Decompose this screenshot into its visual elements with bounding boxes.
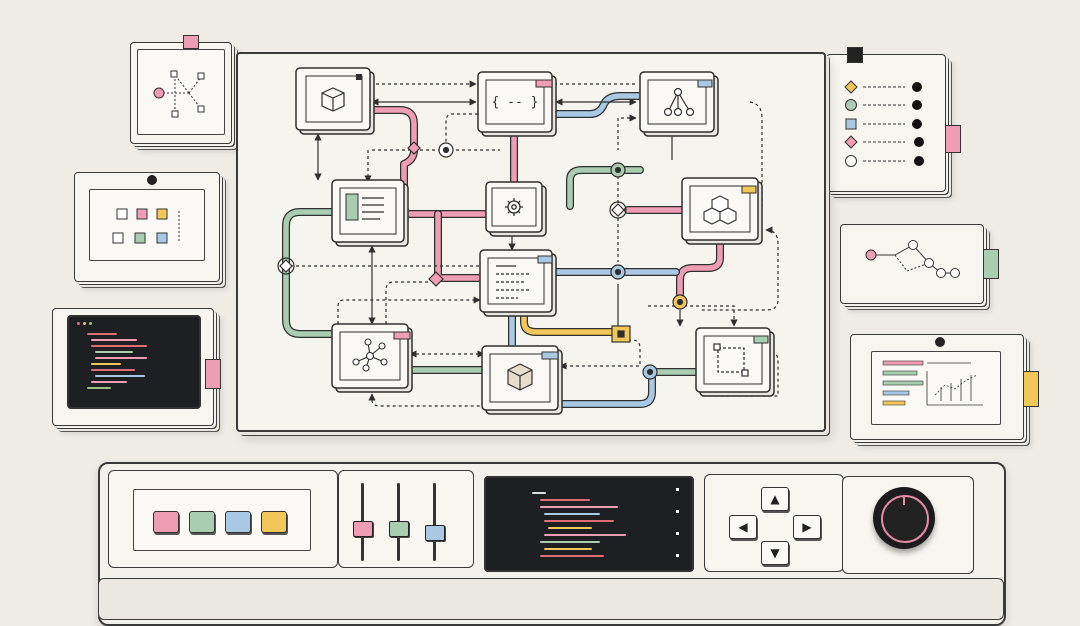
stacked-cubes-icon bbox=[703, 195, 737, 225]
left-graph-card[interactable] bbox=[130, 35, 232, 144]
window-dots bbox=[77, 322, 97, 326]
pink-button[interactable] bbox=[153, 511, 179, 533]
console-base-strip bbox=[98, 578, 1004, 620]
blue-button[interactable] bbox=[225, 511, 251, 533]
pin bbox=[935, 337, 945, 347]
pink-slider[interactable] bbox=[353, 521, 373, 537]
tree-hierarchy-icon bbox=[663, 87, 695, 117]
blue-slider[interactable] bbox=[425, 525, 445, 541]
code-braces-icon: { -- } bbox=[492, 95, 539, 110]
right-graph-path-card[interactable] bbox=[840, 224, 999, 304]
rotary-knob[interactable] bbox=[873, 487, 935, 549]
console-code-screen bbox=[484, 476, 694, 572]
left-color-grid-card[interactable] bbox=[74, 172, 220, 282]
document-icon bbox=[345, 193, 384, 221]
pin bbox=[147, 175, 157, 185]
yellow-tab bbox=[1023, 371, 1039, 407]
yellow-button[interactable] bbox=[261, 511, 287, 533]
green-button[interactable] bbox=[189, 511, 215, 533]
left-code-screen-card[interactable] bbox=[52, 308, 221, 426]
dpad-down-button[interactable]: ▼ bbox=[761, 541, 789, 565]
package-node[interactable] bbox=[481, 345, 563, 415]
dpad-module: ▲ ◀ ▶ ▼ bbox=[704, 474, 844, 572]
color-grid-panel bbox=[89, 189, 205, 261]
black-tab bbox=[847, 47, 863, 63]
legend-list bbox=[844, 80, 924, 167]
frame-node[interactable] bbox=[695, 327, 775, 397]
mini-bar-chart-icon bbox=[882, 360, 983, 406]
document-node[interactable] bbox=[331, 179, 409, 247]
dpad-right-button[interactable]: ▶ bbox=[793, 515, 821, 539]
settings-node[interactable] bbox=[485, 181, 547, 237]
control-console: ▲ ◀ ▶ ▼ bbox=[98, 462, 1006, 626]
code-screen bbox=[67, 315, 201, 409]
right-bar-chart-card[interactable] bbox=[850, 334, 1039, 440]
screen-indicator-dots bbox=[676, 488, 680, 558]
dpad-left-button[interactable]: ◀ bbox=[729, 515, 757, 539]
text-lines-icon bbox=[496, 265, 530, 299]
tree-node[interactable] bbox=[639, 71, 719, 137]
dpad-up-button[interactable]: ▲ bbox=[761, 487, 789, 511]
sliders-module bbox=[338, 470, 474, 568]
cube-icon bbox=[321, 87, 345, 112]
slider-track bbox=[433, 483, 436, 561]
package-box-icon bbox=[507, 363, 533, 391]
code-braces-node[interactable]: { -- } bbox=[477, 71, 557, 137]
cube-node[interactable] bbox=[295, 67, 375, 135]
network-node[interactable] bbox=[331, 323, 413, 393]
color-buttons-module bbox=[108, 470, 338, 568]
network-graph-icon bbox=[352, 338, 388, 372]
selection-frame-icon bbox=[713, 343, 749, 377]
knob-ring bbox=[881, 495, 929, 543]
path-graph-icon bbox=[865, 240, 960, 278]
text-list-node[interactable] bbox=[479, 249, 557, 317]
blocks-node[interactable] bbox=[681, 177, 763, 245]
graph-panel bbox=[137, 49, 225, 135]
pink-tab bbox=[945, 125, 961, 153]
pink-tab bbox=[205, 359, 221, 389]
gear-icon bbox=[505, 198, 523, 216]
color-grid-icon bbox=[112, 208, 180, 244]
right-legend-card[interactable] bbox=[826, 47, 961, 192]
small-graph-icon bbox=[153, 70, 205, 118]
green-slider[interactable] bbox=[389, 521, 409, 537]
knob-indicator bbox=[903, 495, 905, 505]
green-tab bbox=[983, 249, 999, 279]
workflow-diagram: { -- } bbox=[277, 67, 779, 415]
pink-tab bbox=[183, 35, 199, 49]
